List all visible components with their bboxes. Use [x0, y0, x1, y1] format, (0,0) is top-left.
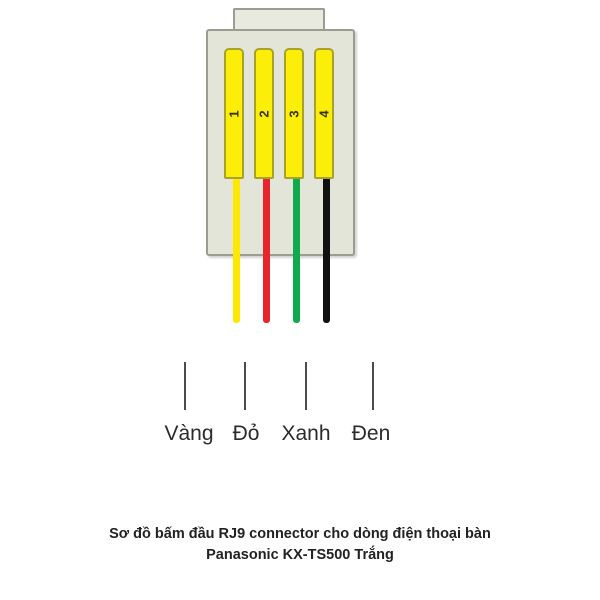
wire-1-yellow	[233, 150, 240, 323]
leader-tick-2	[244, 362, 246, 410]
pin-number-4: 4	[316, 109, 332, 118]
leader-tick-1	[184, 362, 186, 410]
contact-pin-4: 4	[314, 48, 334, 179]
contact-pin-2: 2	[254, 48, 274, 179]
wire-label-1: Vàng	[164, 422, 214, 445]
pin-number-2: 2	[256, 109, 272, 118]
leader-tick-3	[305, 362, 307, 410]
diagram-caption: Sơ đồ bấm đầu RJ9 connector cho dòng điệ…	[0, 524, 600, 566]
wire-4-black	[323, 172, 330, 323]
connector-latch-tab	[233, 8, 325, 31]
pin-number-1: 1	[226, 109, 242, 118]
wire-label-4: Đen	[351, 422, 391, 445]
contact-pin-1: 1	[224, 48, 244, 179]
wire-2-red	[263, 172, 270, 323]
wire-label-2: Đỏ	[232, 422, 260, 445]
caption-line-2: Panasonic KX-TS500 Trắng	[206, 547, 394, 564]
caption-line-1: Sơ đồ bấm đầu RJ9 connector cho dòng điệ…	[109, 526, 491, 542]
wire-label-3: Xanh	[281, 422, 331, 445]
contact-pin-3: 3	[284, 48, 304, 179]
leader-tick-4	[372, 362, 374, 410]
wire-3-green	[293, 172, 300, 323]
pin-number-3: 3	[286, 109, 302, 118]
